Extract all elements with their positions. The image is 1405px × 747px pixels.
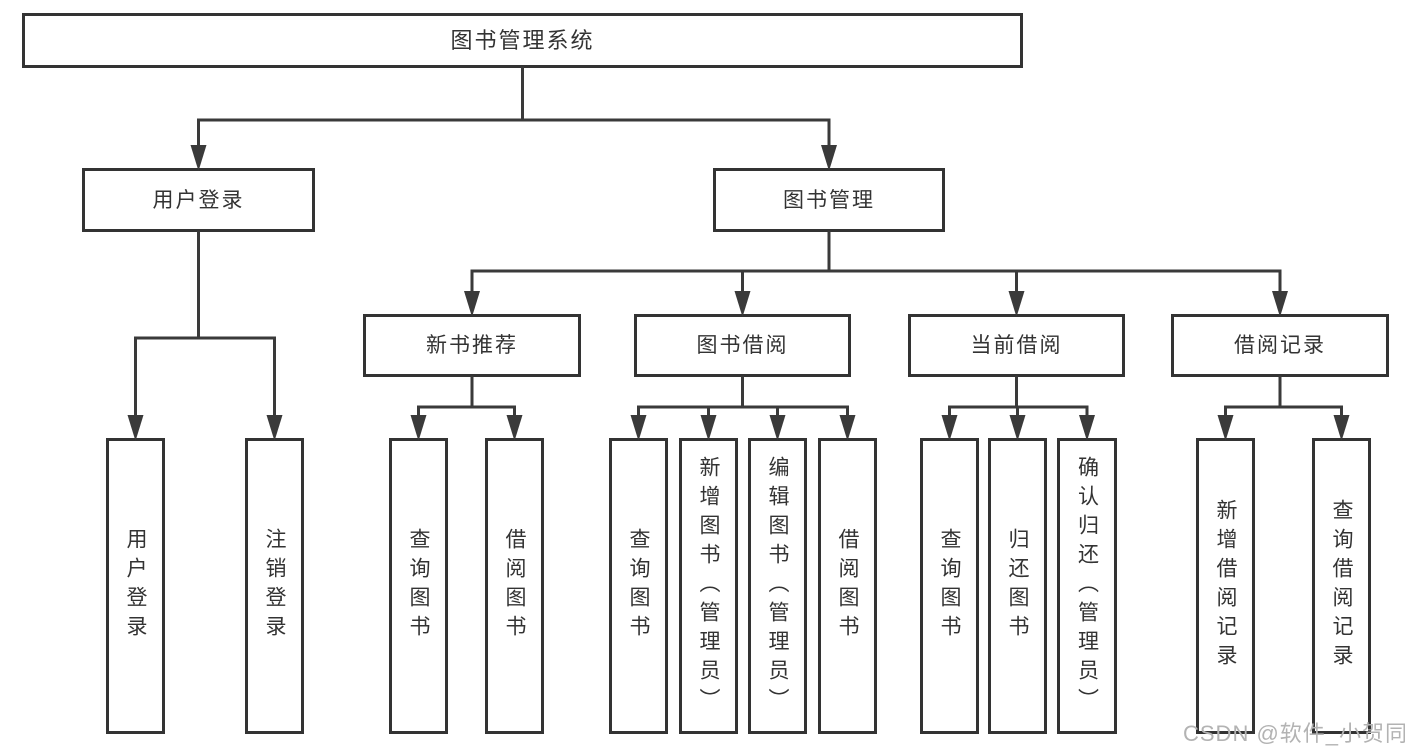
node-book-borrow: 图书借阅 <box>634 314 851 377</box>
node-label-leaf-borrow-book-rec: 借阅图书 <box>503 528 526 644</box>
node-label-leaf-logout: 注销登录 <box>263 528 286 644</box>
watermark: CSDN @软件_小贺同学 <box>1183 721 1405 746</box>
node-label-user-login-branch: 用户登录 <box>152 188 245 212</box>
node-leaf-user-login: 用户登录 <box>106 438 165 734</box>
node-leaf-edit-book: 编辑图书（管理员） <box>748 438 807 734</box>
node-label-borrow-records: 借阅记录 <box>1234 334 1326 357</box>
node-leaf-add-borrow-record: 新增借阅记录 <box>1196 438 1255 734</box>
node-label-leaf-query-borrow-record: 查询借阅记录 <box>1330 499 1353 673</box>
node-label-leaf-add-borrow-record: 新增借阅记录 <box>1214 499 1237 673</box>
node-label-new-book-rec: 新书推荐 <box>426 334 518 357</box>
node-leaf-add-book: 新增图书（管理员） <box>679 438 738 734</box>
node-label-book-borrow: 图书借阅 <box>696 334 789 357</box>
node-leaf-query-book-rec: 查询图书 <box>389 438 448 734</box>
node-leaf-return-book: 归还图书 <box>988 438 1047 734</box>
node-leaf-borrow-book: 借阅图书 <box>818 438 877 734</box>
node-label-leaf-borrow-book: 借阅图书 <box>836 528 859 644</box>
node-label-root: 图书管理系统 <box>450 27 595 53</box>
node-label-leaf-return-book: 归还图书 <box>1006 528 1029 644</box>
node-leaf-query-book-cur: 查询图书 <box>920 438 979 734</box>
node-label-current-borrow: 当前借阅 <box>970 334 1063 357</box>
node-user-login-branch: 用户登录 <box>82 168 315 232</box>
node-leaf-query-book-borrow: 查询图书 <box>609 438 668 734</box>
node-leaf-logout: 注销登录 <box>245 438 304 734</box>
node-label-leaf-query-book-cur: 查询图书 <box>938 528 961 644</box>
node-label-leaf-query-book-rec: 查询图书 <box>407 528 430 644</box>
node-borrow-records: 借阅记录 <box>1171 314 1389 377</box>
node-book-mgmt-branch: 图书管理 <box>713 168 945 232</box>
node-label-leaf-edit-book: 编辑图书（管理员） <box>766 455 789 717</box>
node-label-leaf-confirm-return: 确认归还（管理员） <box>1075 455 1099 717</box>
node-current-borrow: 当前借阅 <box>908 314 1125 377</box>
node-leaf-query-borrow-record: 查询借阅记录 <box>1312 438 1371 734</box>
node-leaf-confirm-return: 确认归还（管理员） <box>1057 438 1117 734</box>
node-label-leaf-query-book-borrow: 查询图书 <box>627 528 650 644</box>
node-leaf-borrow-book-rec: 借阅图书 <box>485 438 544 734</box>
node-new-book-rec: 新书推荐 <box>363 314 581 377</box>
node-label-leaf-user-login: 用户登录 <box>124 528 147 644</box>
node-root: 图书管理系统 <box>22 13 1023 68</box>
node-label-book-mgmt-branch: 图书管理 <box>783 188 875 212</box>
node-label-leaf-add-book: 新增图书（管理员） <box>697 455 720 717</box>
